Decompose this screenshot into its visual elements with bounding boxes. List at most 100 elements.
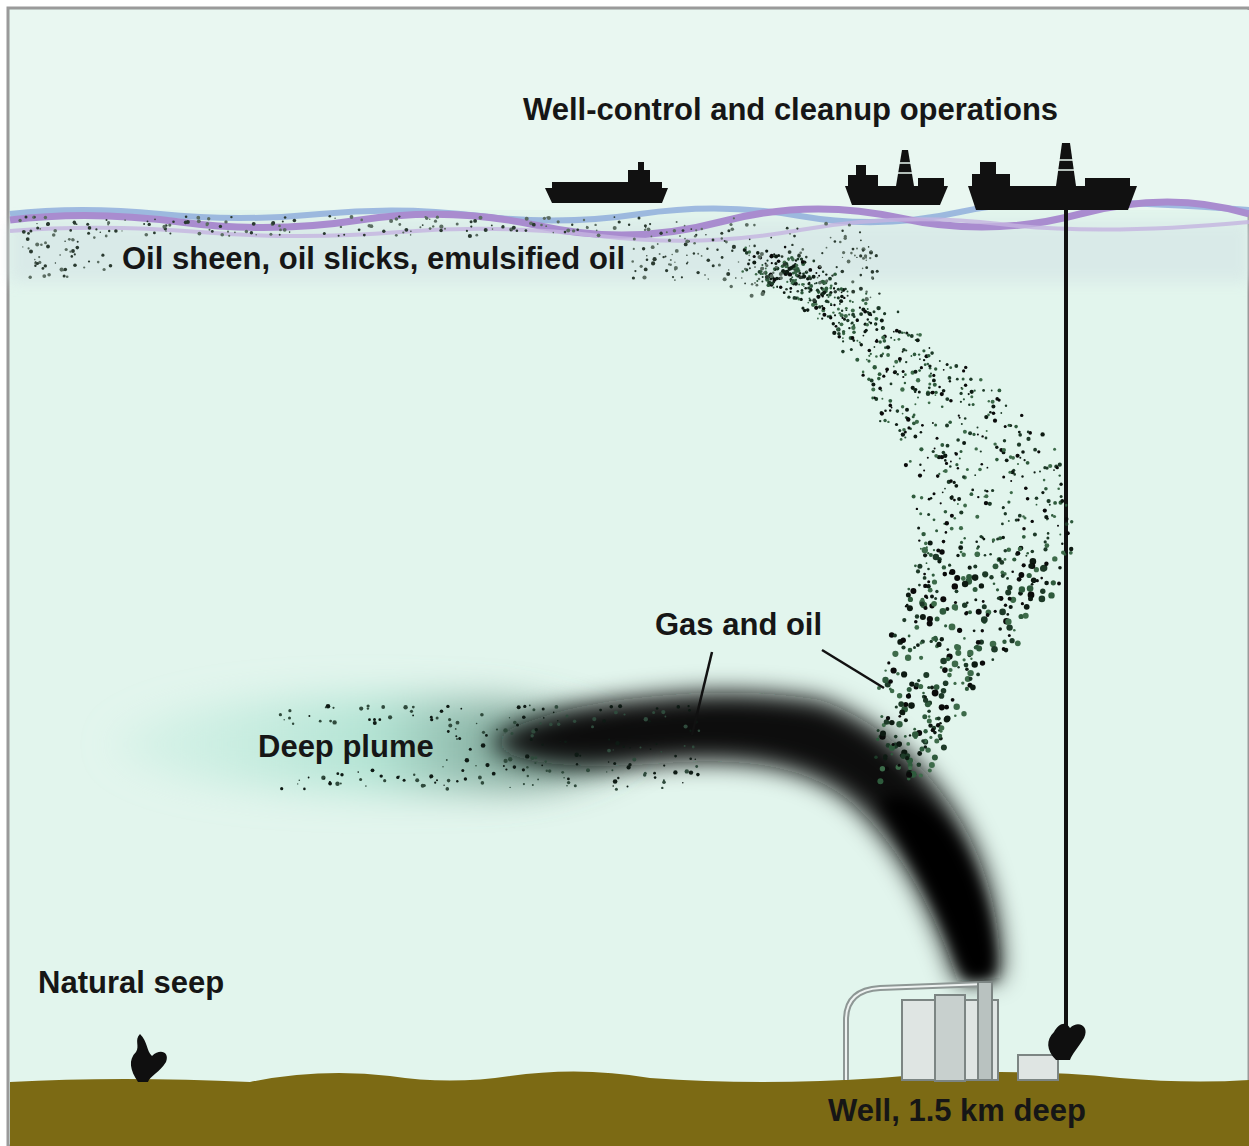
oil-droplet (930, 595, 934, 599)
oil-droplet (856, 257, 857, 258)
oil-droplet (818, 275, 820, 277)
oil-droplet (850, 252, 853, 255)
oil-droplet (923, 606, 927, 610)
oil-droplet (319, 720, 322, 723)
oil-droplet (898, 429, 901, 432)
oil-droplet (940, 596, 946, 602)
oil-droplet (613, 226, 617, 230)
oil-droplet (751, 283, 753, 285)
oil-droplet (936, 437, 939, 440)
oil-droplet (940, 608, 947, 615)
oil-droplet (83, 266, 85, 268)
oil-droplet (475, 234, 478, 237)
oil-droplet (808, 268, 812, 272)
oil-droplet (763, 272, 765, 274)
oil-droplet (954, 715, 957, 718)
oil-droplet (71, 249, 75, 253)
oil-droplet (412, 706, 415, 709)
drill-ship-deck (918, 178, 944, 187)
oil-droplet (865, 297, 869, 301)
oil-droplet (765, 268, 767, 270)
oil-droplet (169, 233, 171, 235)
oil-droplet (842, 317, 844, 319)
oil-droplet (856, 318, 859, 321)
oil-droplet (1002, 475, 1005, 478)
leader-line (822, 650, 884, 688)
oil-droplet (436, 716, 439, 719)
oil-droplet (883, 754, 888, 759)
oil-droplet (1006, 613, 1009, 616)
oil-droplet (496, 728, 498, 730)
oil-droplet (880, 319, 884, 323)
oil-droplet (744, 268, 746, 270)
oil-droplet (1022, 515, 1025, 518)
oil-droplet (644, 772, 647, 775)
oil-droplet (815, 282, 817, 284)
oil-droplet (731, 250, 733, 252)
oil-droplet (902, 370, 905, 373)
tanker-deck (552, 182, 662, 189)
oil-droplet (896, 672, 900, 676)
oil-droplet (932, 422, 934, 424)
oil-droplet (439, 225, 443, 229)
oil-droplet (323, 232, 326, 235)
oil-droplet (834, 297, 836, 299)
oil-droplet (618, 704, 622, 708)
oil-droplet (919, 512, 922, 515)
oil-droplet (34, 216, 36, 218)
oil-droplet (848, 327, 850, 329)
oil-droplet (790, 291, 792, 293)
oil-droplet (1021, 475, 1023, 477)
oil-droplet (862, 247, 866, 251)
oil-droplet (837, 332, 841, 336)
oil-droplet (561, 771, 564, 774)
oil-droplet (761, 281, 763, 283)
oil-droplet (906, 604, 909, 607)
oil-droplet (293, 219, 297, 223)
oil-droplet (168, 224, 171, 227)
oil-droplet (991, 646, 998, 653)
oil-droplet (821, 288, 825, 292)
oil-droplet (172, 220, 175, 223)
oil-droplet (470, 226, 472, 228)
oil-droplet (962, 553, 966, 557)
oil-droplet (663, 765, 665, 767)
oil-droplet (955, 644, 961, 650)
oil-droplet (1004, 604, 1007, 607)
oil-droplet (880, 412, 884, 416)
oil-droplet (818, 281, 822, 285)
oil-droplet (912, 731, 919, 738)
oil-droplet (867, 311, 870, 314)
oil-droplet (1040, 577, 1043, 580)
oil-droplet (964, 384, 967, 387)
oil-droplet (77, 241, 79, 243)
oil-droplet (895, 705, 898, 708)
oil-droplet (775, 267, 779, 271)
oil-droplets (18, 215, 1073, 791)
oil-droplet (432, 225, 434, 227)
oil-droplet (819, 313, 821, 315)
oil-droplet (776, 286, 778, 288)
oil-droplet (809, 298, 811, 300)
oil-droplet (862, 374, 865, 377)
oil-droplet (1022, 527, 1026, 531)
oil-droplet (932, 574, 935, 577)
oil-droplet (844, 235, 847, 238)
oil-droplet (618, 220, 621, 223)
oil-droplet (917, 679, 920, 682)
oil-droplet (572, 229, 575, 232)
oil-droplet (806, 270, 808, 272)
oil-droplet (227, 231, 229, 233)
oil-droplet (817, 277, 819, 279)
oil-droplet (1011, 456, 1015, 460)
oil-droplet (370, 224, 374, 228)
oil-droplet (982, 600, 985, 603)
oil-droplet (279, 713, 282, 716)
oil-droplet (634, 270, 636, 272)
oil-droplet (211, 230, 214, 233)
oil-droplet (718, 264, 721, 267)
oil-droplet (972, 433, 975, 436)
oil-droplet (750, 294, 754, 298)
oil-droplet (36, 262, 39, 265)
oil-droplet (975, 447, 978, 450)
